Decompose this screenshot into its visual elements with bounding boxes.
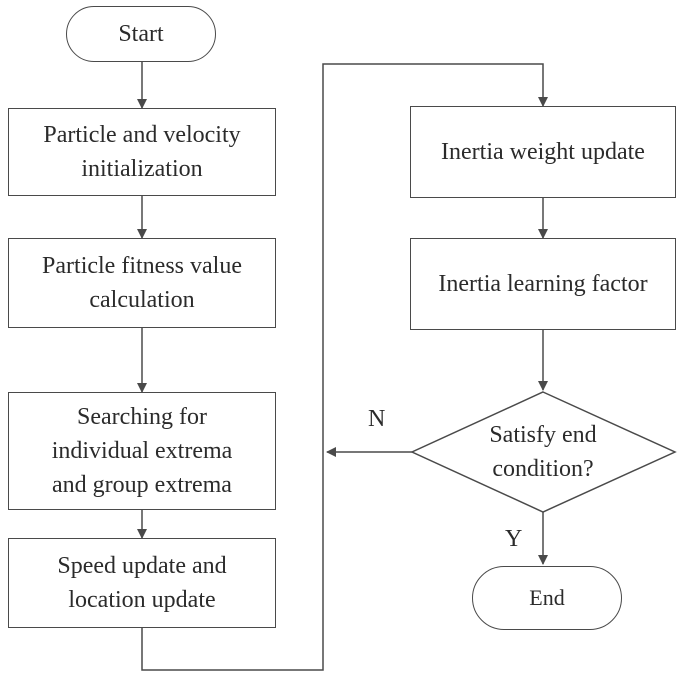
init-node: Particle and velocity initialization — [8, 108, 276, 196]
end-node: End — [472, 566, 622, 630]
inertia-weight-node: Inertia weight update — [410, 106, 676, 198]
speed-label: Speed update and location update — [57, 553, 227, 613]
connector-speed-to-weight — [141, 63, 548, 671]
init-label: Particle and velocity initialization — [43, 122, 241, 182]
inertia-weight-label: Inertia weight update — [441, 139, 645, 165]
learning-factor-label: Inertia learning factor — [438, 271, 648, 297]
search-label: Searching for individual extrema and gro… — [51, 404, 233, 498]
edge-label-no: N — [368, 406, 386, 432]
search-node: Searching for individual extrema and gro… — [8, 392, 276, 510]
fitness-node: Particle fitness value calculation — [8, 238, 276, 328]
decision-diamond — [410, 391, 677, 513]
decision-label: Satisfy end condition? — [489, 422, 597, 482]
decision-label-box: Satisfy end condition? — [452, 412, 634, 492]
fitness-label: Particle fitness value calculation — [42, 253, 242, 313]
start-label: Start — [118, 21, 164, 47]
end-label: End — [529, 585, 565, 610]
speed-node: Speed update and location update — [8, 538, 276, 628]
start-node: Start — [66, 6, 216, 62]
learning-factor-node: Inertia learning factor — [410, 238, 676, 330]
edge-label-yes: Y — [505, 526, 523, 552]
